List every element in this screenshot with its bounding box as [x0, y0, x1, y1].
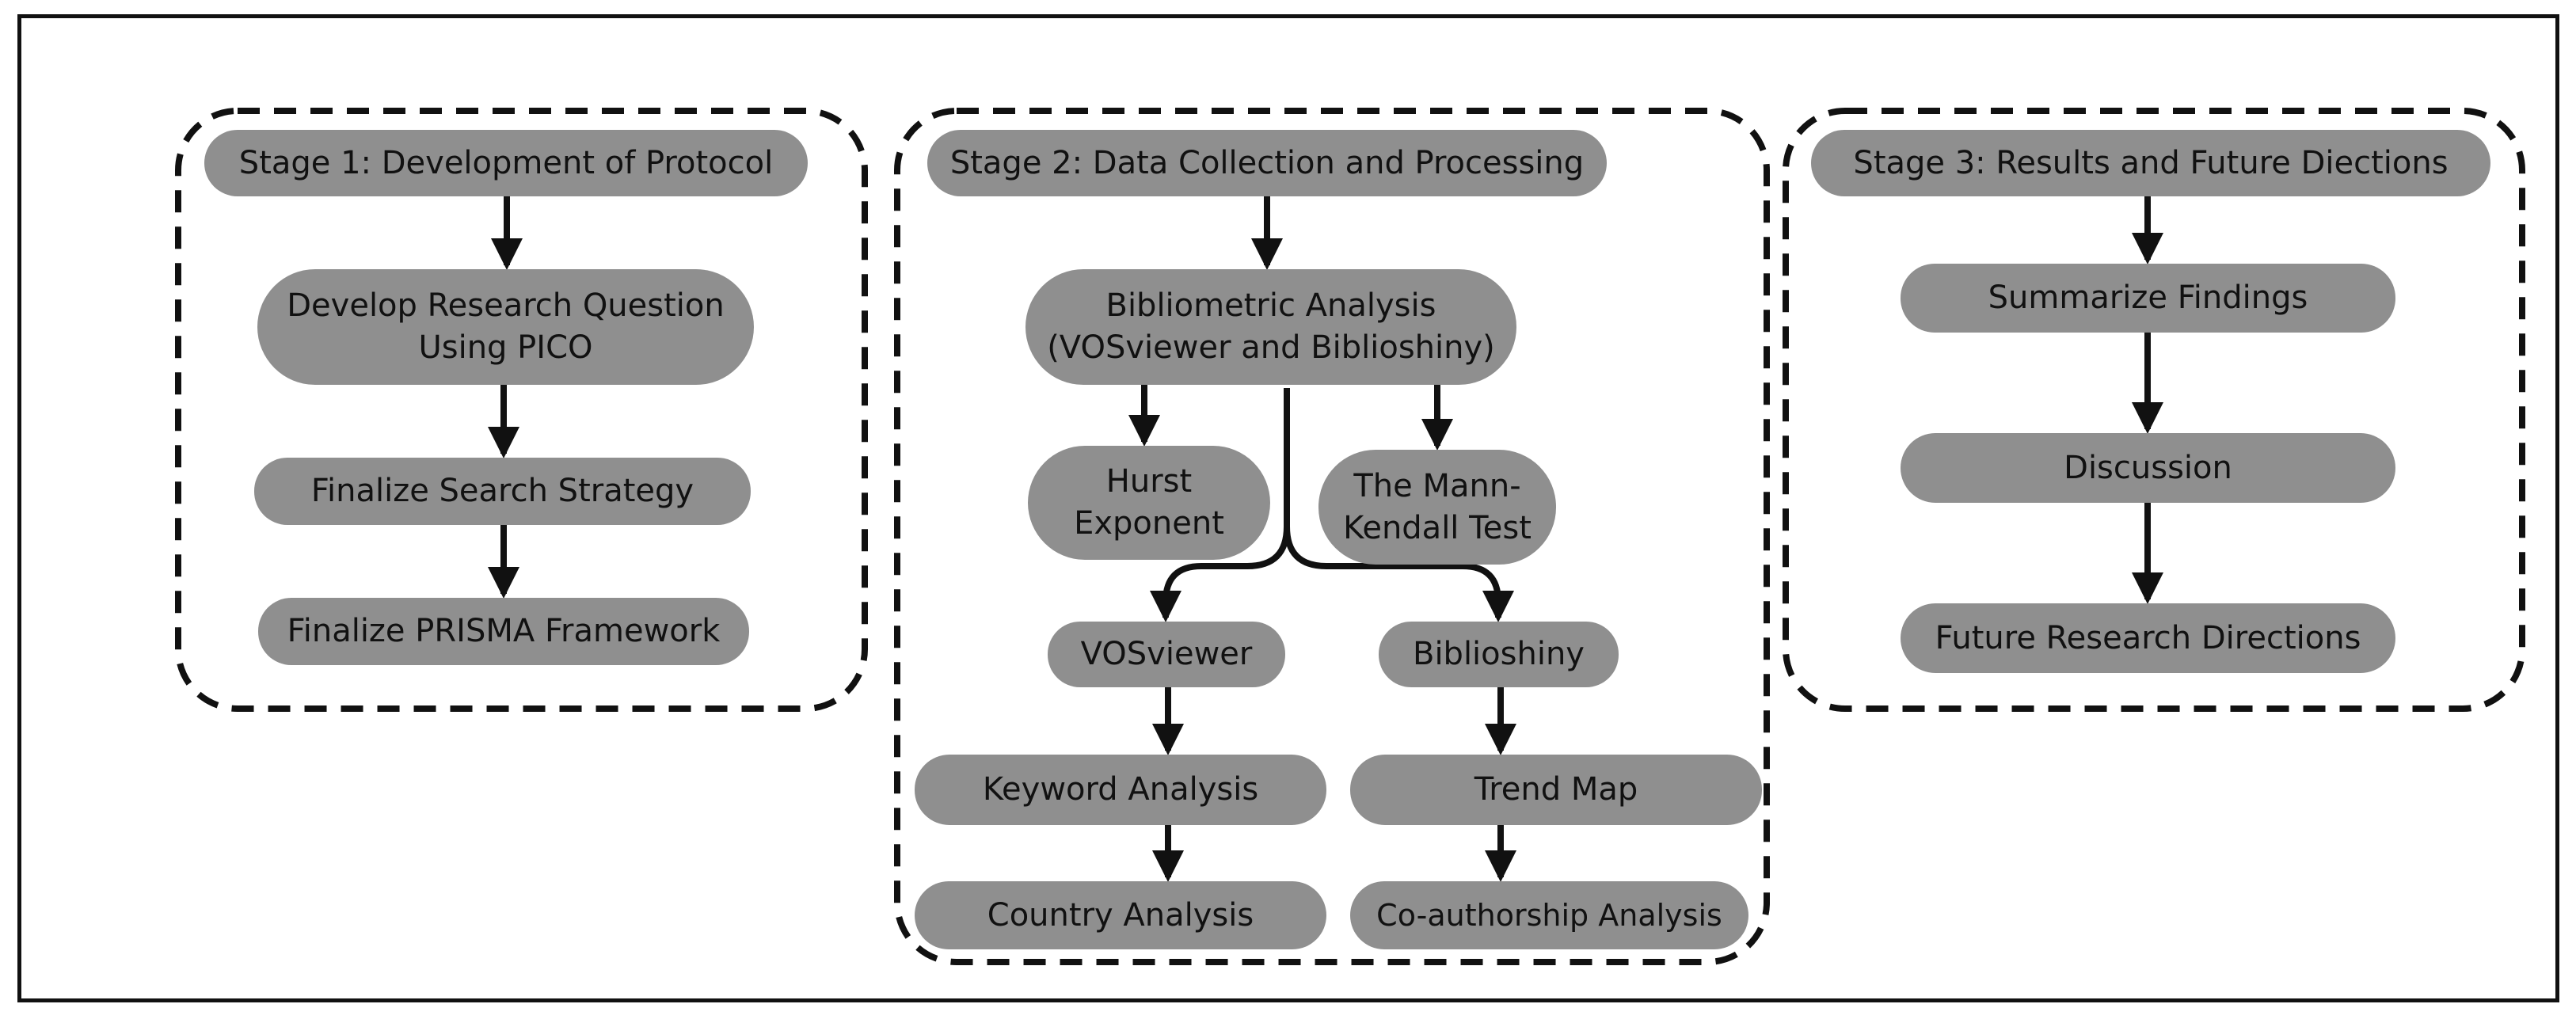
stage-2-container: [894, 108, 1770, 965]
stage-2-title: Stage 2: Data Collection and Processing: [927, 130, 1607, 196]
node-finalize-prisma-framework: Finalize PRISMA Framework: [258, 598, 749, 665]
node-country-analysis: Country Analysis: [915, 881, 1326, 949]
stage-3-title: Stage 3: Results and Future Diections: [1811, 130, 2490, 196]
stage-1-title: Stage 1: Development of Protocol: [204, 130, 808, 196]
node-bibliometric-analysis: Bibliometric Analysis (VOSviewer and Bib…: [1025, 269, 1516, 385]
node-develop-research-question: Develop Research Question Using PICO: [257, 269, 754, 385]
node-mann-kendall-test: The Mann- Kendall Test: [1318, 450, 1556, 565]
node-biblioshiny: Biblioshiny: [1379, 622, 1619, 687]
node-discussion: Discussion: [1901, 433, 2395, 503]
edge-bibliometric-to-biblioshiny: [1284, 526, 1514, 622]
node-vosviewer: VOSviewer: [1048, 622, 1285, 687]
node-coauthorship-analysis: Co-authorship Analysis: [1350, 881, 1748, 949]
node-hurst-exponent: Hurst Exponent: [1028, 446, 1270, 560]
node-keyword-analysis: Keyword Analysis: [915, 755, 1326, 825]
node-future-research-directions: Future Research Directions: [1901, 603, 2395, 673]
edge-bibliometric-to-vosviewer: [1150, 388, 1290, 622]
node-summarize-findings: Summarize Findings: [1901, 264, 2395, 333]
node-finalize-search-strategy: Finalize Search Strategy: [254, 458, 751, 525]
stage-3-container: [1783, 108, 2525, 712]
stage-1-container: [175, 108, 868, 712]
node-trend-map: Trend Map: [1350, 755, 1762, 825]
